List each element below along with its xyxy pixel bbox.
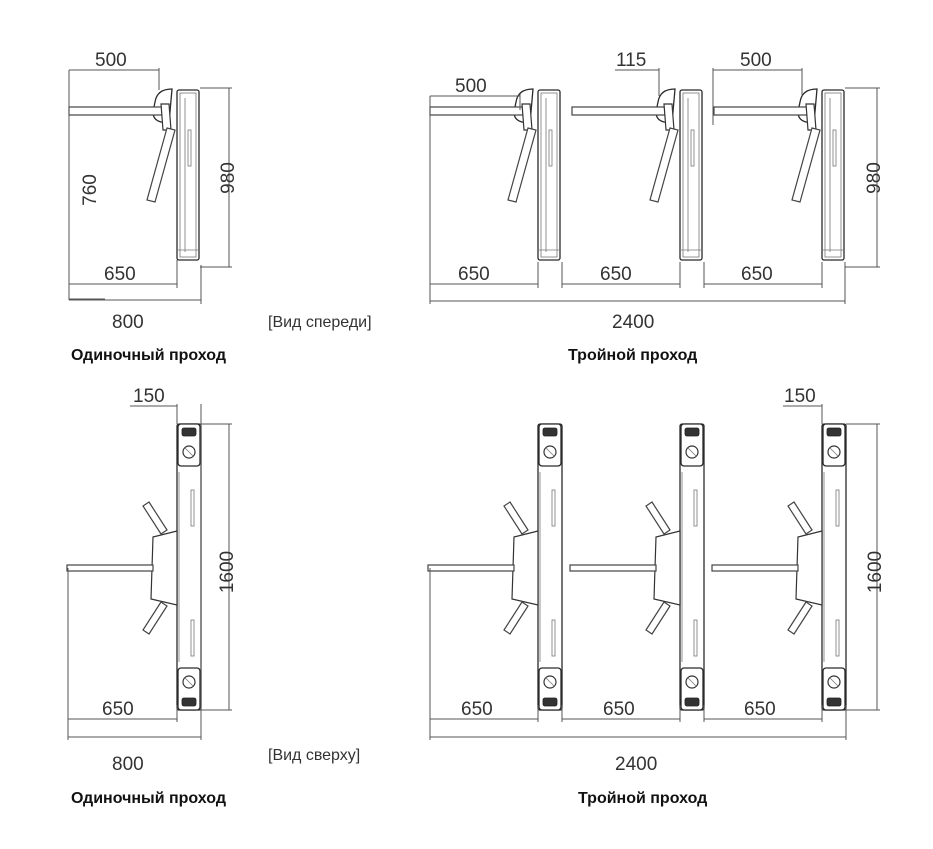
- dim-triple-front-2400: 2400: [612, 312, 654, 333]
- dim-triple-top-650-1: 650: [461, 699, 493, 720]
- dim-triple-front-980: 980: [864, 162, 885, 194]
- dim-triple-top-650-2: 650: [603, 699, 635, 720]
- single-pass-caption-front: Одиночный проход: [71, 347, 226, 364]
- dim-single-front-800: 800: [112, 312, 144, 333]
- dim-triple-front-500-left: 500: [455, 76, 487, 97]
- top-view-label: [Вид сверху]: [268, 747, 360, 764]
- dim-triple-top-650-3: 650: [744, 699, 776, 720]
- dim-triple-top-150: 150: [784, 386, 816, 407]
- dim-single-top-650: 650: [102, 699, 134, 720]
- triple-front-view: 500 115 500 980 650 650 650 2400: [429, 50, 885, 333]
- dim-triple-front-500-right: 500: [740, 50, 772, 71]
- single-top-view: 150 1600 650 800: [66, 386, 238, 775]
- dim-single-front-980: 980: [218, 162, 239, 194]
- front-view-label: [Вид спереди]: [268, 314, 372, 331]
- dim-triple-top-2400: 2400: [615, 754, 657, 775]
- dim-triple-top-1600: 1600: [865, 551, 886, 593]
- dim-single-top-1600: 1600: [217, 551, 238, 593]
- triple-pass-caption-front: Тройной проход: [568, 347, 697, 364]
- triple-top-view: 150 1600 650 650 650 2400: [427, 386, 886, 775]
- triple-pass-caption-top: Тройной проход: [578, 790, 707, 807]
- single-front-view: 500 760 980 650 800: [68, 50, 239, 333]
- dim-triple-front-650-1: 650: [458, 264, 490, 285]
- dim-single-front-500: 500: [95, 50, 127, 71]
- single-pass-caption-top: Одиночный проход: [71, 790, 226, 807]
- dim-single-front-650: 650: [104, 264, 136, 285]
- dim-single-front-760: 760: [80, 174, 101, 206]
- dim-single-top-150: 150: [133, 386, 165, 407]
- dim-triple-front-650-2: 650: [600, 264, 632, 285]
- dim-triple-front-115: 115: [616, 50, 646, 71]
- dim-single-top-800: 800: [112, 754, 144, 775]
- dim-triple-front-650-3: 650: [741, 264, 773, 285]
